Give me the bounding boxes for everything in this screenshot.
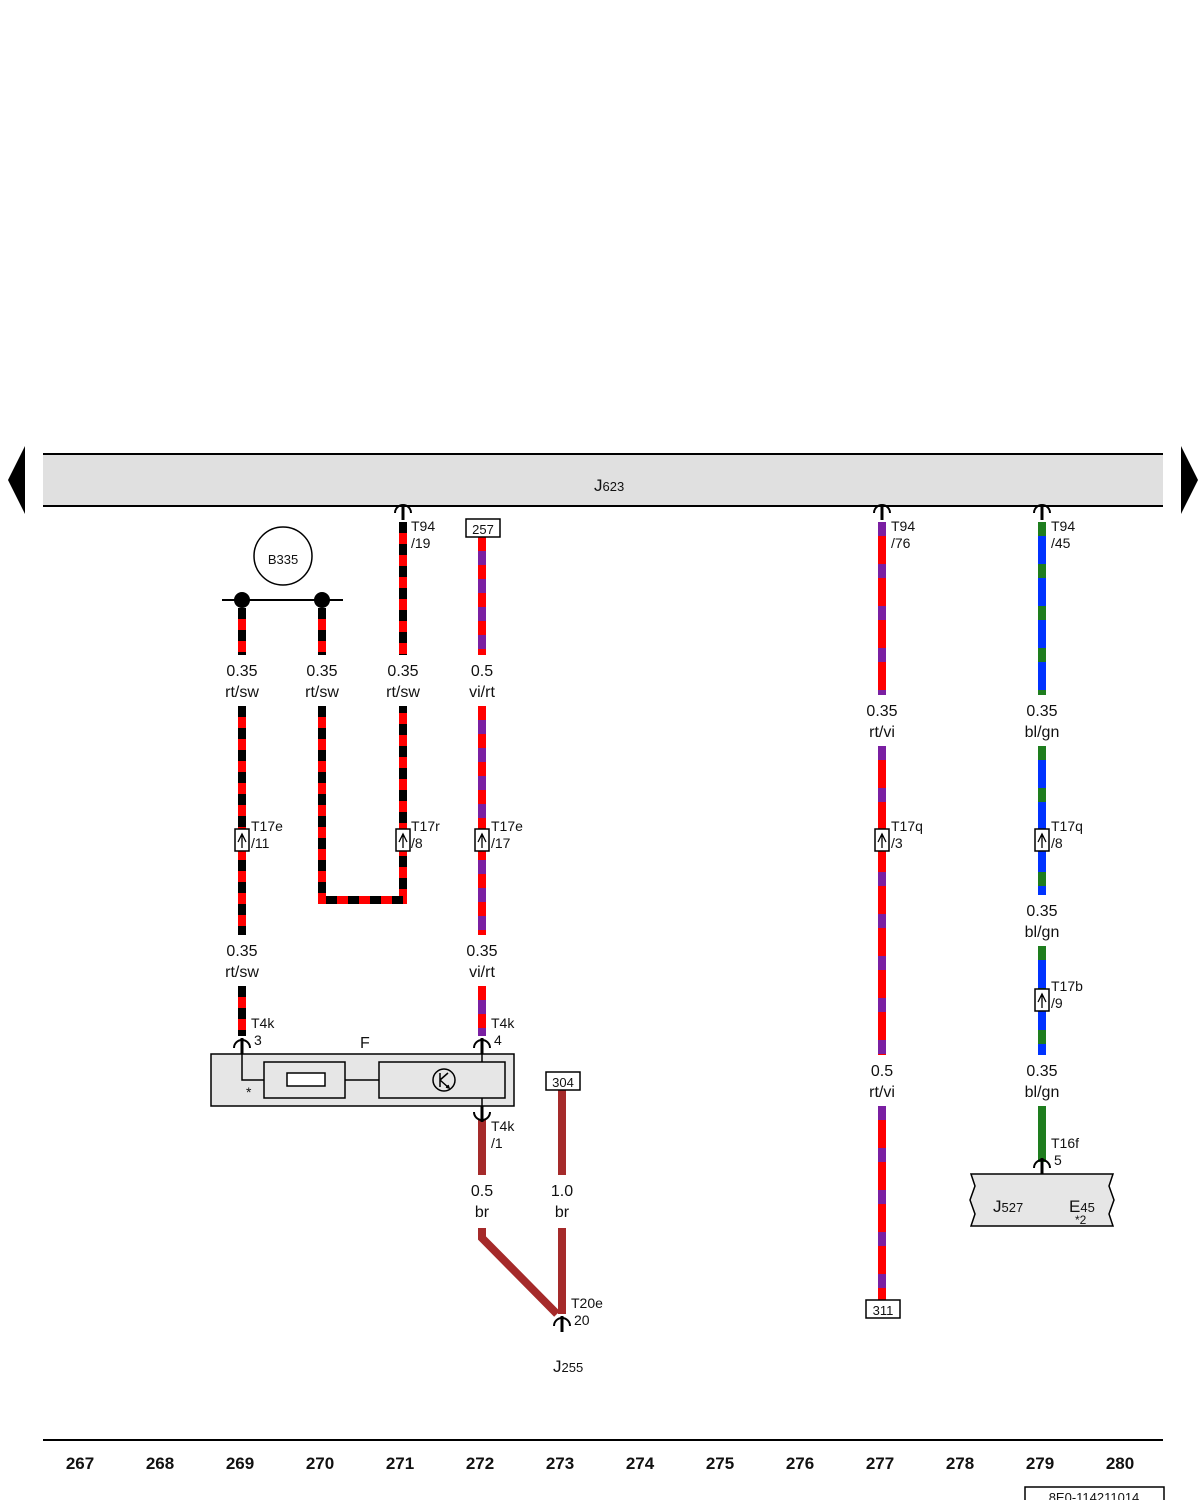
current-track-number: 273 [546, 1454, 574, 1473]
control-unit-bar-j623 [43, 454, 1163, 506]
resistor-icon [286, 1072, 326, 1087]
connector-arrow-icon [1037, 992, 1047, 1008]
label-t17e-17: T17e/17 [491, 818, 523, 851]
j623-pin-symbols [394, 504, 1051, 520]
ref-box-304[interactable] [545, 1071, 581, 1091]
label-t17r-8: T17r/8 [411, 818, 440, 851]
current-track-number: 270 [306, 1454, 334, 1473]
nav-right-arrow[interactable] [1181, 446, 1198, 514]
label-t94-45: T94/45 [1051, 518, 1075, 551]
ref-box-311[interactable] [865, 1299, 901, 1319]
e45-footnote: *2 [1075, 1213, 1087, 1227]
b335-circle [253, 526, 313, 586]
j527-label: J527 [993, 1197, 1023, 1216]
b335-label: B335 [268, 552, 298, 567]
connector-arrow-icon [237, 832, 247, 848]
component-f-internal-wiring [241, 1046, 483, 1112]
label-t17q-3: T17q/3 [891, 818, 923, 851]
j255-label: J255 [553, 1357, 583, 1376]
ref-box-257[interactable] [465, 518, 501, 538]
current-track-number: 268 [146, 1454, 174, 1473]
current-track-number: 271 [386, 1454, 414, 1473]
ref-304-label: 304 [552, 1075, 574, 1090]
component-f-star: * [246, 1084, 252, 1100]
current-track-number: 267 [66, 1454, 94, 1473]
current-track-number: 275 [706, 1454, 734, 1473]
wire-270-271-loop [318, 706, 407, 904]
transistor-icon [432, 1068, 456, 1092]
current-track-number: 277 [866, 1454, 894, 1473]
component-f-sensor-box [378, 1061, 506, 1099]
pin-symbol-t94-76 [873, 504, 891, 514]
doc-id-label: 8E0-114211014 [1049, 1490, 1140, 1500]
ref-311-label: 311 [873, 1303, 894, 1318]
pin-symbol-t94-45 [1033, 504, 1051, 514]
label-t17b-9: T17b/9 [1051, 978, 1083, 1011]
connector-arrow-icon [398, 832, 408, 848]
label-t4k-1: T4k/1 [491, 1118, 515, 1151]
connector-arrow-icon [877, 832, 887, 848]
current-track-numbers: 267 268 269 270 271 272 273 274 275 276 277 278 279 2… [66, 1454, 1134, 1473]
ref-257-label: 257 [472, 522, 494, 537]
nav-left-arrow[interactable] [8, 446, 25, 514]
connector-labels: T94/19 T94/76 T94/45 T17e/11 T17r/8 T17e… [251, 518, 1083, 1328]
inline-connectors [234, 828, 1050, 1012]
label-t94-76: T94/76 [891, 518, 915, 551]
label-t94-19: T94/19 [411, 518, 435, 551]
component-j527-e45-box[interactable] [969, 1173, 1115, 1227]
label-t17q-8: T17q/8 [1051, 818, 1083, 851]
wire-272-br-b [478, 1228, 560, 1317]
label-t17e-11: T17e/11 [251, 818, 283, 851]
j623-label: J623 [594, 476, 624, 495]
transistor-icon-lines [439, 1072, 451, 1090]
current-track-number: 274 [626, 1454, 655, 1473]
component-f-resistor-box [263, 1061, 346, 1099]
current-track-number: 276 [786, 1454, 814, 1473]
e45-label: E45 [1069, 1197, 1095, 1216]
wire-270-271-loop-stripe [318, 706, 407, 904]
component-f-label: F [360, 1035, 370, 1052]
splice-dot-269 [234, 592, 250, 608]
doc-id-box [1024, 1486, 1165, 1500]
splice-dot-270 [314, 592, 330, 608]
connector-arrow-icon [477, 832, 487, 848]
current-track-number: 279 [1026, 1454, 1054, 1473]
wires [238, 522, 1046, 1317]
connector-arrow-icon [1037, 832, 1047, 848]
pin-symbol-t94-19 [394, 504, 412, 514]
current-track-number: 278 [946, 1454, 974, 1473]
current-track-number: 280 [1106, 1454, 1134, 1473]
current-track-number: 269 [226, 1454, 254, 1473]
current-track-number: 272 [466, 1454, 494, 1473]
